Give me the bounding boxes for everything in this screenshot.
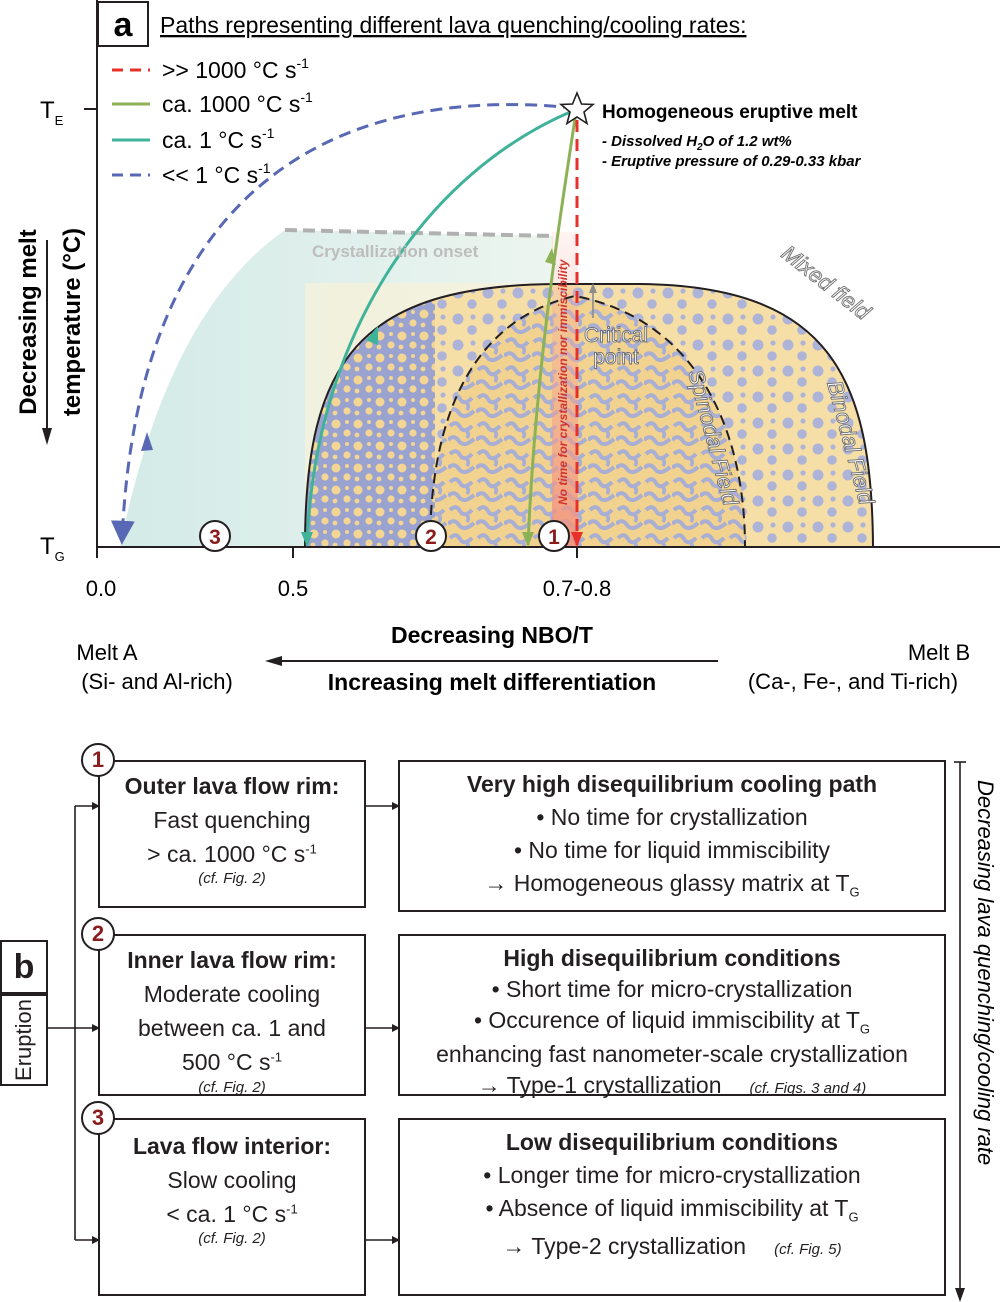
x-label-arrowhead (265, 656, 282, 666)
row1-right-line2: • No time for liquid immiscibility (513, 837, 831, 864)
legend-label-slow: << 1 °C s-1 (162, 160, 271, 188)
melt-b-line1: Melt B (908, 640, 970, 665)
row3-right-line1: • Longer time for micro-crystallization (483, 1162, 861, 1189)
row2-badge: 2 (81, 917, 115, 951)
row2-left-title: Inner lava flow rim: (127, 947, 337, 973)
x-tick-label-07: 0.7-0.8 (543, 576, 612, 601)
row2-left-line2: between ca. 1 and (138, 1015, 326, 1042)
row2-right-box: High disequilibrium conditions • Short t… (398, 934, 946, 1098)
row3-right-title: Low disequilibrium conditions (505, 1129, 839, 1155)
melt-a-line2: (Si- and Al-rich) (81, 669, 233, 694)
panel-b-label: b (13, 948, 35, 986)
panel-b-label-box: b (0, 940, 48, 994)
eruption-box: Eruption (0, 994, 48, 1086)
spinodal-curve (429, 294, 746, 548)
row3-left-box: Lava flow interior: Slow cooling < ca. 1… (98, 1118, 366, 1296)
row1-left-title: Outer lava flow rim: (124, 773, 340, 799)
x-tick-label-0: 0.0 (86, 576, 117, 601)
path-moderate-cooling (305, 108, 576, 546)
axis-badge-2: 2 (415, 520, 447, 552)
row1-right-line1: • No time for crystallization (536, 804, 808, 831)
legend-label-very-fast: >> 1000 °C s-1 (162, 55, 309, 83)
no-time-label: No time for crystallization nor immiscib… (556, 258, 570, 505)
legend-label-moderate: ca. 1 °C s-1 (162, 125, 275, 153)
slow-path-arrowhead (141, 432, 153, 451)
mixed-field-label: Mixed field (777, 240, 876, 325)
row1-right-title: Very high disequilibrium cooling path (466, 771, 878, 797)
panel-a-label-box (97, 1, 149, 47)
row2-left-line1: Moderate cooling (143, 981, 321, 1008)
row3-badge: 3 (81, 1101, 115, 1135)
star-title: Homogeneous eruptive melt (602, 102, 858, 123)
row3-left-title: Lava flow interior: (132, 1133, 332, 1159)
path-slow-cooling (110, 103, 576, 545)
eruption-label: Eruption (11, 999, 36, 1081)
crystallization-onset-line (284, 228, 554, 238)
svg-text:1: 1 (548, 526, 560, 549)
very-fast-path-arrowhead (571, 532, 583, 547)
critical-point-label-line2: point (593, 346, 639, 369)
right-axis-label: Decreasing lava quenching/cooling rate (973, 780, 998, 1165)
y-axis-label-line1: Decreasing melt (15, 229, 42, 414)
binodal-curve (304, 283, 874, 548)
row3-right-line2: • Absence of liquid immiscibility at TG (485, 1195, 859, 1225)
x-label-differentiation: Increasing melt differentiation (328, 669, 656, 695)
panel-a-title: Paths representing different lava quench… (160, 12, 746, 38)
moderate-path-arrowhead-upper (366, 326, 378, 345)
x-tick-label-05: 0.5 (278, 576, 309, 601)
fast-path-arrowhead-lower (522, 532, 534, 547)
row2-right-line4: → Type-1 crystallization(cf. Figs. 3 and… (477, 1071, 867, 1098)
row2-left-cf: (cf. Fig. 2) (198, 1078, 266, 1096)
moderate-path-arrowhead-lower (301, 532, 313, 547)
fast-path-arrowhead-upper (545, 248, 556, 265)
row2-right-title: High disequilibrium conditions (503, 945, 841, 971)
row1-left-line2: > ca. 1000 °C s-1 (147, 841, 317, 868)
row3-left-cf: (cf. Fig. 2) (198, 1230, 266, 1248)
row2-left-box: Inner lava flow rim: Moderate cooling be… (98, 934, 366, 1096)
svg-text:2: 2 (425, 526, 437, 549)
row1-right-line3: → Homogeneous glassy matrix at TG (484, 870, 860, 901)
row1-left-line1: Fast quenching (153, 807, 311, 834)
row2-right-line1: • Short time for micro-crystallization (491, 976, 853, 1003)
row2-left-line3: 500 °C s-1 (181, 1049, 283, 1076)
axis-badge-1: 1 (538, 520, 570, 552)
row1-badge: 1 (81, 743, 115, 777)
row1-right-box: Very high disequilibrium cooling path • … (398, 760, 946, 912)
legend-label-fast: ca. 1000 °C s-1 (162, 89, 313, 117)
path-fast-quenching (526, 111, 578, 546)
critical-point-pointer-head (589, 283, 597, 293)
melt-b-line2: (Ca-, Fe-, and Ti-rich) (748, 669, 958, 694)
tg-label: TG (40, 533, 65, 564)
row3-right-line4: → Type-2 crystallization(cf. Fig. 5) (502, 1232, 842, 1259)
svg-text:3: 3 (209, 526, 221, 549)
x-label-nbo: Decreasing NBO/T (391, 622, 593, 648)
row3-left-line1: Slow cooling (167, 1167, 297, 1194)
row1-left-cf: (cf. Fig. 2) (198, 870, 266, 888)
panel-a-label: a (114, 6, 134, 44)
row2-right-line3: enhancing fast nanometer-scale crystalli… (436, 1040, 908, 1067)
legend: >> 1000 °C s-1 ca. 1000 °C s-1 ca. 1 °C … (112, 55, 313, 188)
flow-connectors (48, 805, 395, 1241)
row3-left-line2: < ca. 1 °C s-1 (166, 1201, 298, 1228)
right-axis-arrowhead (955, 1288, 965, 1302)
te-label: TE (40, 97, 64, 128)
y-axis-label-line2: temperature (°C) (59, 228, 86, 416)
eruptive-melt-star-icon (558, 90, 596, 126)
row3-right-box: Low disequilibrium conditions • Longer t… (398, 1118, 946, 1296)
flow-connector-arrowheads (92, 802, 400, 1244)
row2-right-line2: • Occurence of liquid immiscibility at T… (473, 1007, 871, 1037)
critical-point-label-line1: Critical (584, 324, 648, 347)
crystallization-onset-label: Crystallization onset (312, 242, 479, 261)
melt-a-line1: Melt A (76, 640, 137, 665)
row1-left-box: Outer lava flow rim: Fast quenching > ca… (98, 760, 366, 908)
star-note-pressure: - Eruptive pressure of 0.29-0.33 kbar (602, 153, 862, 170)
star-note-water: - Dissolved H2O of 1.2 wt% (602, 133, 792, 153)
y-axis-label-arrowhead (42, 428, 52, 445)
axis-badge-3: 3 (199, 520, 231, 552)
